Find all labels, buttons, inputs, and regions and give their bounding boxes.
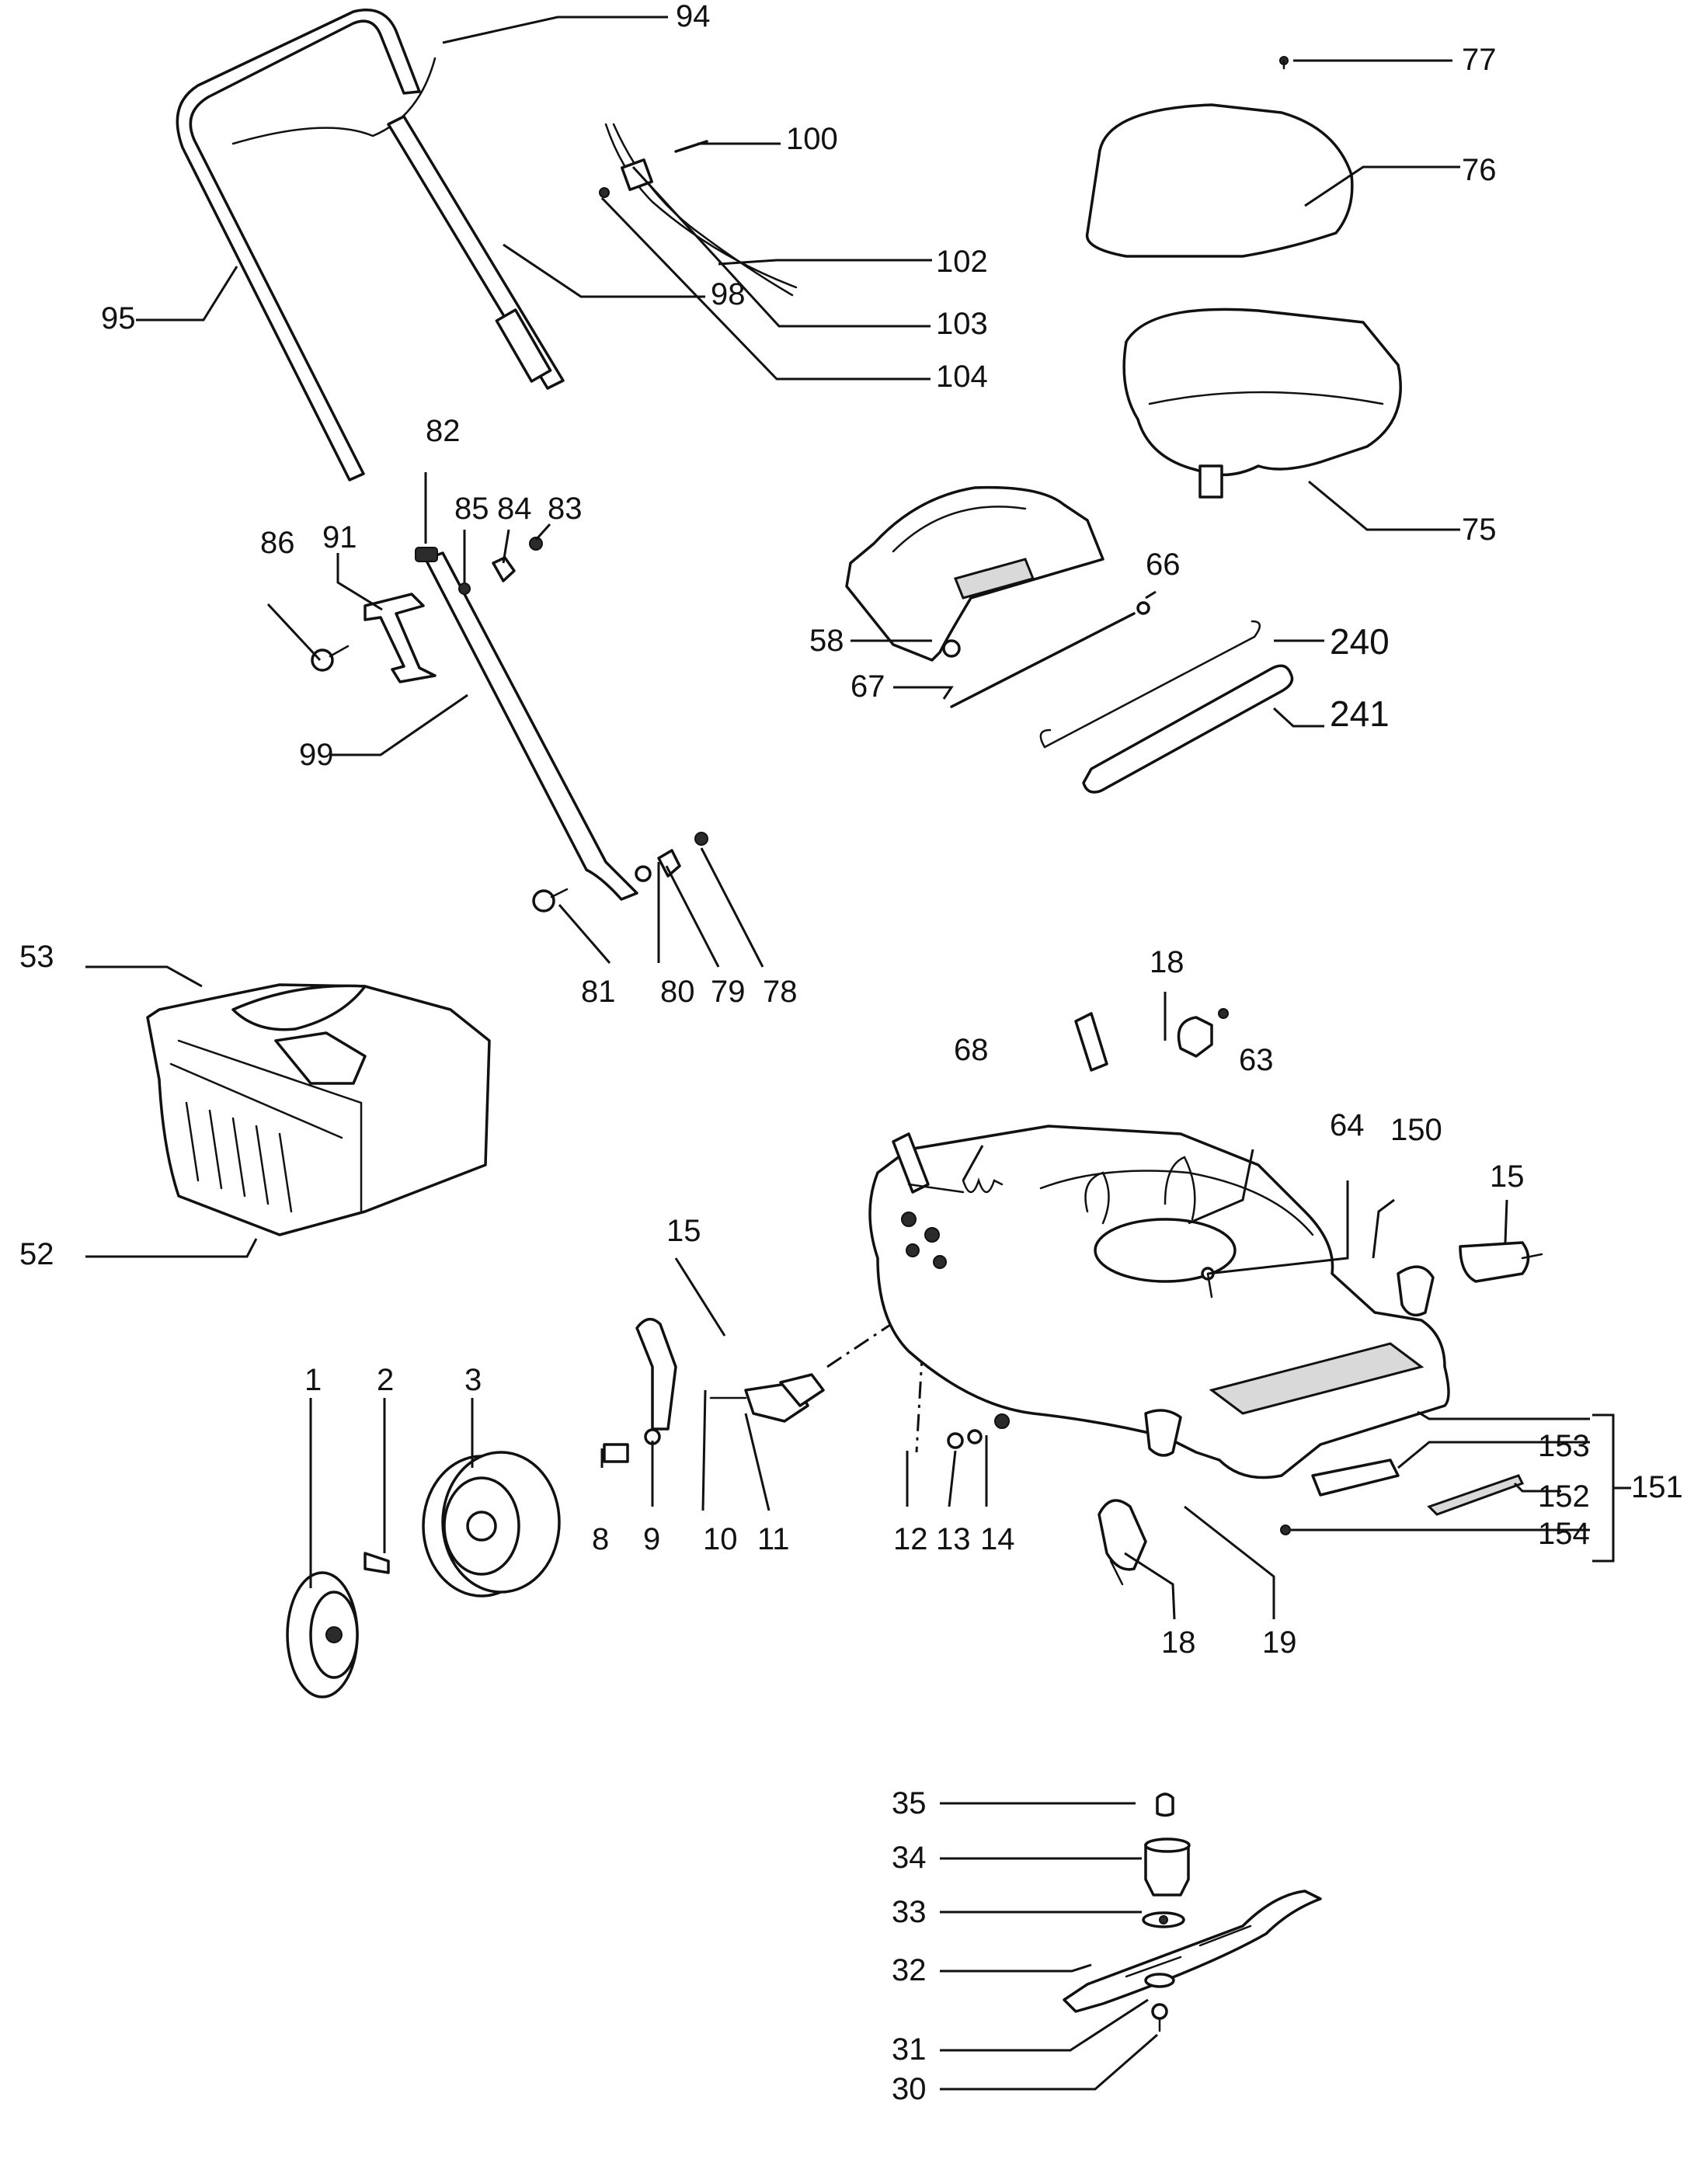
label-3: 3 xyxy=(464,1363,482,1397)
group-bracket-151 xyxy=(1592,1413,1631,1563)
label-95: 95 xyxy=(101,301,136,336)
wheel-parts xyxy=(286,1451,561,1698)
label-102: 102 xyxy=(936,245,988,279)
label-35: 35 xyxy=(892,1786,927,1820)
label-67: 67 xyxy=(851,669,885,704)
label-151: 151 xyxy=(1631,1470,1683,1504)
label-18-bottom: 18 xyxy=(1161,1625,1196,1660)
label-82: 82 xyxy=(426,414,461,448)
label-99: 99 xyxy=(299,738,334,772)
label-104: 104 xyxy=(936,360,988,394)
label-98: 98 xyxy=(711,277,746,311)
label-153: 153 xyxy=(1538,1429,1590,1463)
label-9: 9 xyxy=(643,1522,660,1556)
label-68: 68 xyxy=(954,1033,989,1067)
bolt-knob-parts xyxy=(311,537,708,913)
label-150: 150 xyxy=(1390,1113,1442,1147)
label-64: 64 xyxy=(1330,1108,1365,1142)
rear-deflector-part xyxy=(845,485,1104,662)
label-80: 80 xyxy=(660,975,695,1009)
label-30: 30 xyxy=(892,2072,927,2106)
part-labels: 94 100 77 76 102 95 98 103 104 82 85 84 … xyxy=(19,0,1683,2106)
label-77: 77 xyxy=(1462,43,1497,77)
label-18-top: 18 xyxy=(1150,945,1184,979)
label-86: 86 xyxy=(260,526,295,560)
label-78: 78 xyxy=(763,975,798,1009)
label-91: 91 xyxy=(322,520,357,555)
label-8: 8 xyxy=(592,1522,609,1556)
hinge-parts xyxy=(779,1008,1543,1586)
label-76: 76 xyxy=(1462,153,1497,187)
label-154: 154 xyxy=(1538,1517,1590,1551)
label-12: 12 xyxy=(893,1522,928,1556)
leader-lines xyxy=(85,16,1590,2091)
label-52: 52 xyxy=(19,1237,54,1271)
label-100: 100 xyxy=(786,122,838,156)
label-103: 103 xyxy=(936,307,988,341)
label-2: 2 xyxy=(377,1363,394,1397)
rods-parts xyxy=(950,601,1294,794)
label-13: 13 xyxy=(936,1522,971,1556)
mulching-flap-parts xyxy=(1280,1458,1525,1535)
label-32: 32 xyxy=(892,1953,927,1987)
engine-part xyxy=(1085,56,1402,499)
label-1: 1 xyxy=(304,1363,322,1397)
label-14: 14 xyxy=(980,1522,1015,1556)
label-83: 83 xyxy=(548,492,583,526)
upper-handle-part xyxy=(176,9,565,482)
label-66: 66 xyxy=(1146,548,1181,582)
cable-parts xyxy=(599,123,798,297)
label-11: 11 xyxy=(757,1522,790,1556)
label-63: 63 xyxy=(1239,1043,1274,1077)
label-15-right: 15 xyxy=(1490,1159,1525,1194)
blade-assembly-parts xyxy=(1063,1792,1322,2032)
label-152: 152 xyxy=(1538,1479,1590,1514)
label-33: 33 xyxy=(892,1895,927,1929)
label-75: 75 xyxy=(1462,513,1497,547)
handle-bracket-part xyxy=(364,593,437,683)
label-53: 53 xyxy=(19,940,54,974)
label-85: 85 xyxy=(454,492,489,526)
label-241: 241 xyxy=(1330,694,1390,734)
label-58: 58 xyxy=(809,624,844,658)
label-19: 19 xyxy=(1262,1625,1297,1660)
grass-bag-part xyxy=(146,983,491,1236)
height-adjust-parts xyxy=(603,1311,1010,1463)
label-10: 10 xyxy=(703,1522,738,1556)
label-94: 94 xyxy=(676,0,711,33)
spring-part xyxy=(907,1177,1004,1194)
label-84: 84 xyxy=(497,492,532,526)
mower-deck-part xyxy=(868,1012,1450,1479)
lower-handle-part xyxy=(415,547,638,901)
label-79: 79 xyxy=(711,975,746,1009)
label-240: 240 xyxy=(1330,621,1390,662)
label-15-left: 15 xyxy=(666,1214,701,1248)
label-81: 81 xyxy=(581,975,616,1009)
label-34: 34 xyxy=(892,1841,927,1875)
label-31: 31 xyxy=(892,2032,927,2067)
